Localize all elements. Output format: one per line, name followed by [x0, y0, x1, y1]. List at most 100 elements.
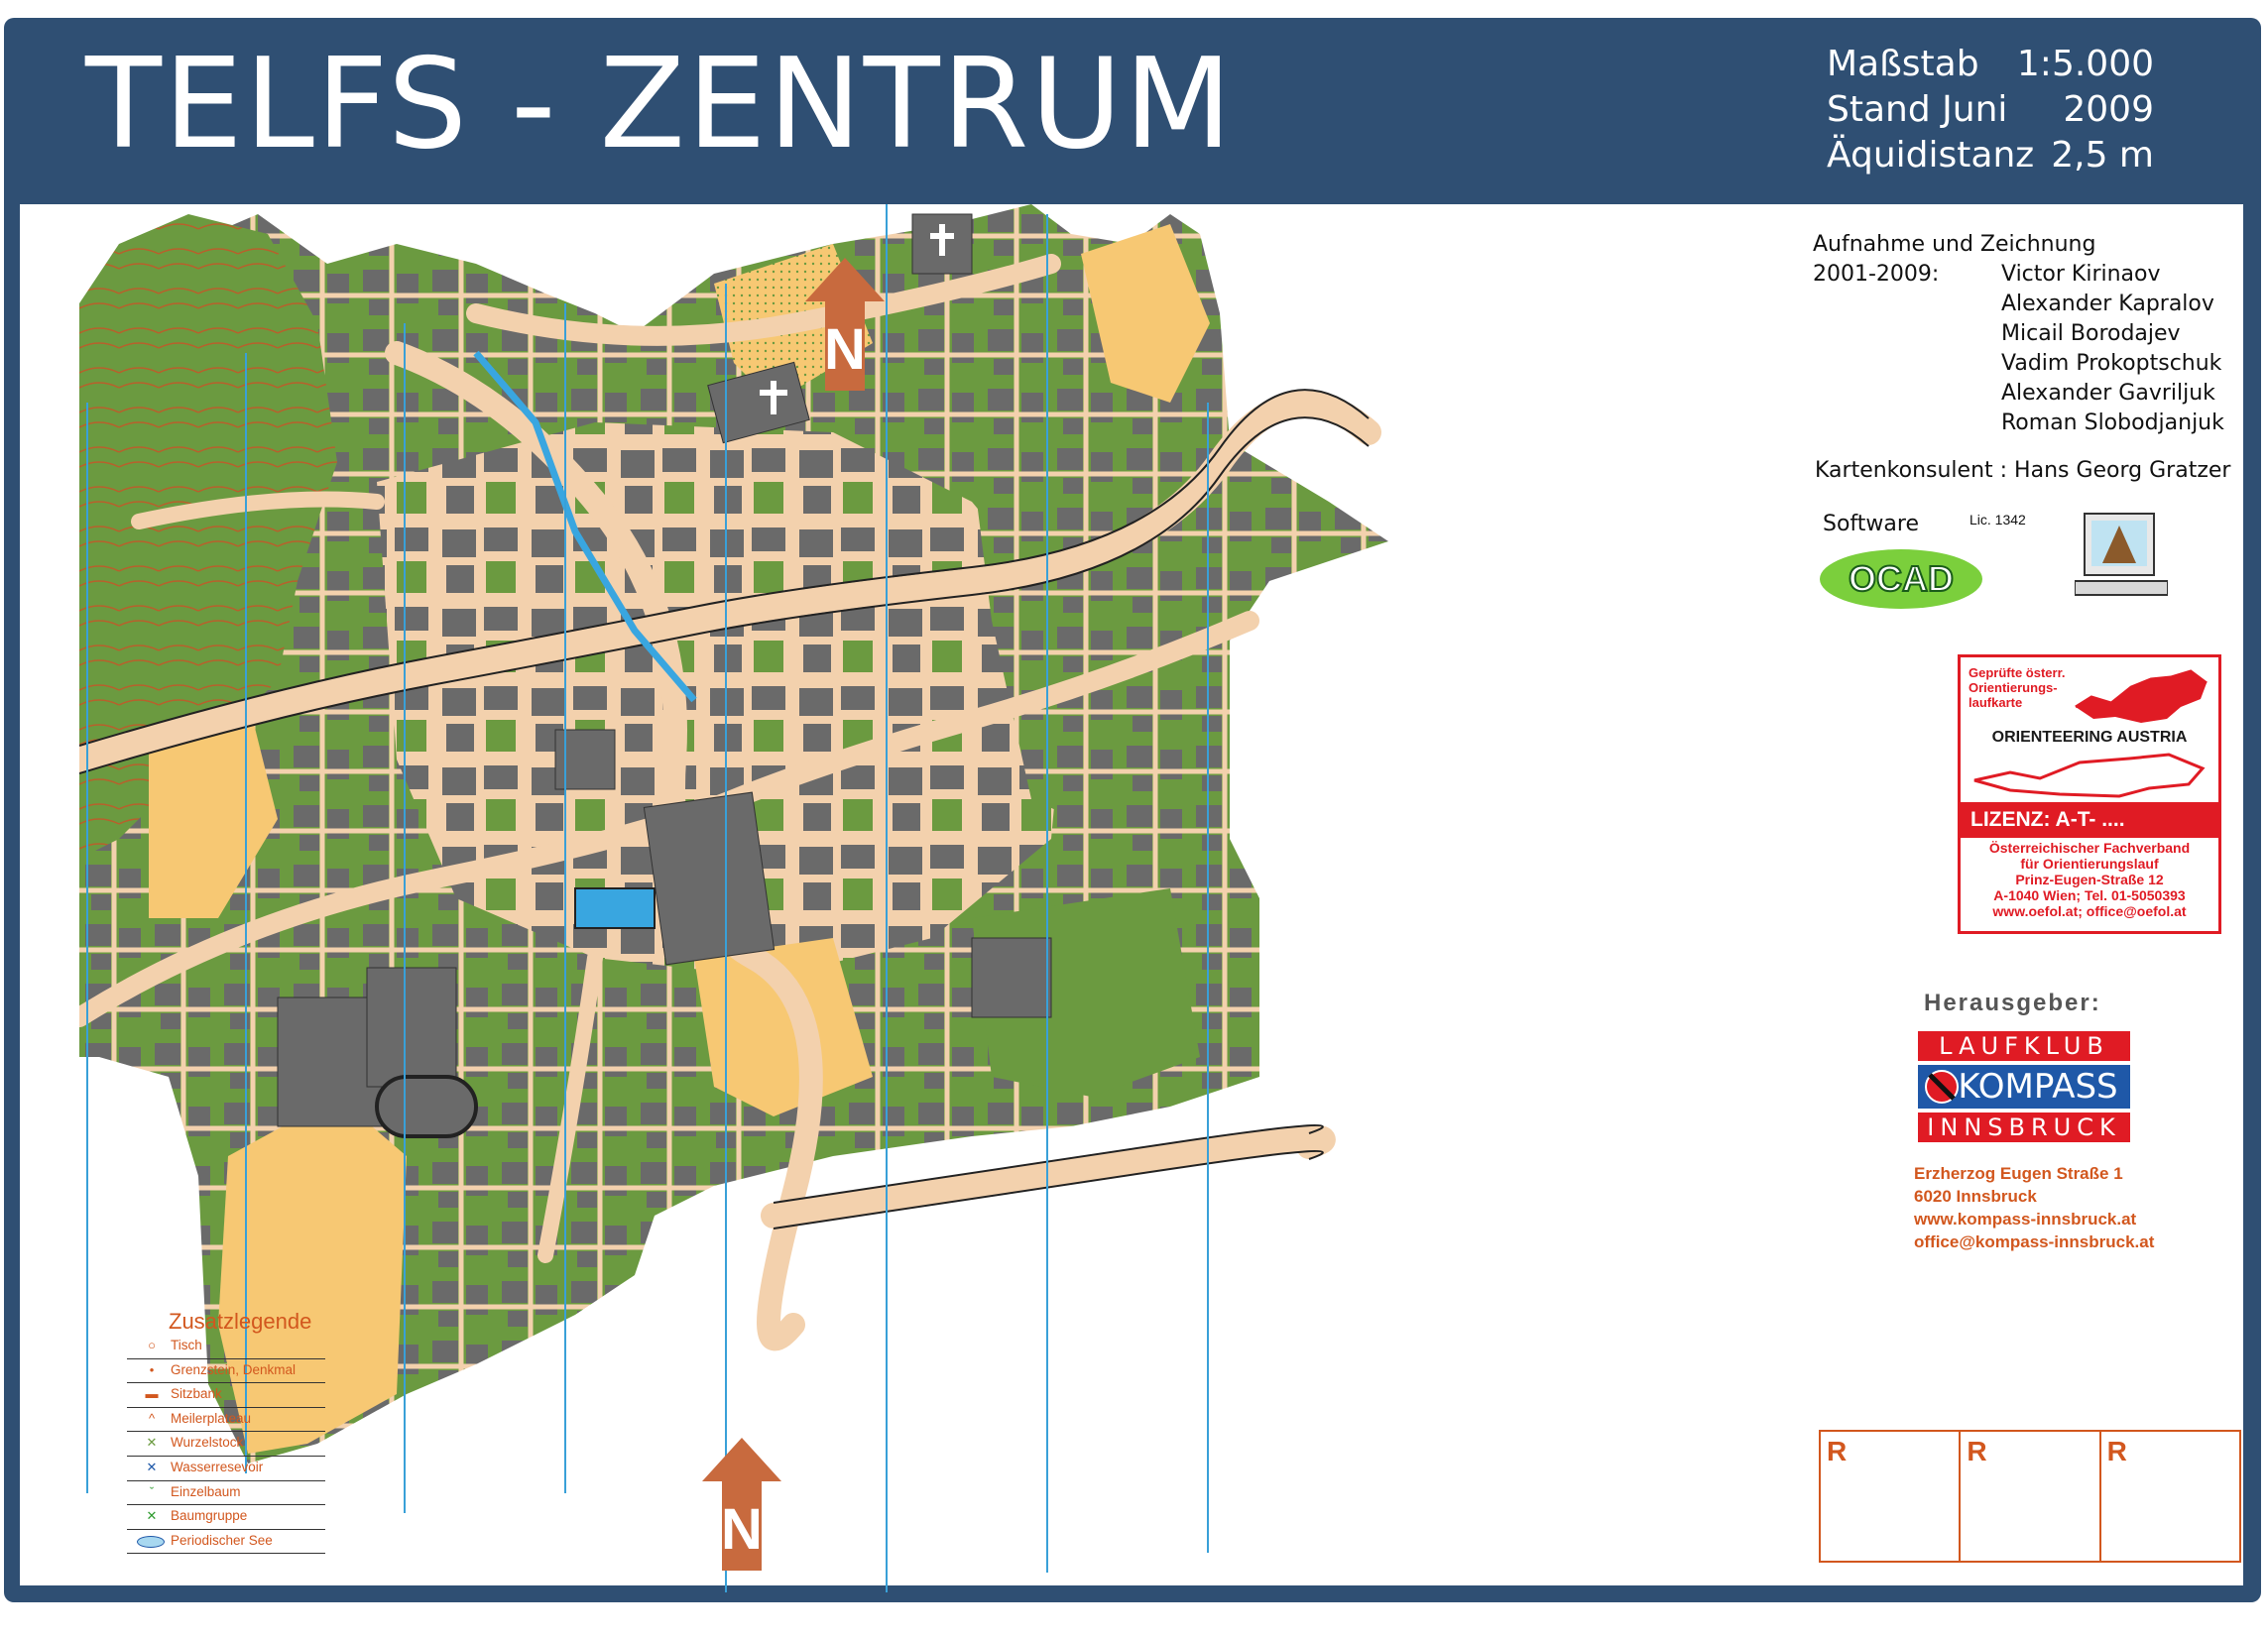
credits-name: Roman Slobodjanjuk — [2001, 410, 2224, 435]
address-line: für Orientierungslauf — [2020, 856, 2159, 872]
result-box-label: R — [2106, 1436, 2127, 1466]
software-label: Software — [1823, 512, 1919, 536]
water-reservoir-icon: ✕ — [146, 1459, 158, 1474]
central-blocks — [377, 422, 1071, 978]
address-line: A-1040 Wien; Tel. 01-5050393 — [1993, 887, 2186, 903]
supplementary-legend: Zusatzlegende ○ Tisch • Grenzstein, Denkma… — [127, 1309, 325, 1555]
map-consultant: Kartenkonsulent : Hans Georg Gratzer — [1815, 458, 2231, 483]
orienteering-map — [79, 204, 1388, 1592]
root-stock-icon: ✕ — [146, 1435, 158, 1451]
publisher-label: Herausgeber: — [1924, 990, 2101, 1016]
north-arrow-icon: N — [805, 258, 885, 391]
legend-item: ✕ Baumgruppe — [127, 1505, 325, 1530]
license-number: LIZENZ: A-T- .... — [1961, 802, 2218, 838]
large-buildings — [277, 213, 1052, 1127]
credits-years: 2001-2009: — [1813, 262, 1940, 287]
credits-name: Victor Kirinaov — [2001, 262, 2161, 287]
result-box-label: R — [1967, 1436, 1987, 1466]
logo-bottom: INNSBRUCK — [1918, 1113, 2130, 1142]
open-field-center — [694, 938, 873, 1116]
address-line: Erzherzog Eugen Straße 1 — [1914, 1164, 2123, 1183]
canal — [473, 350, 697, 703]
result-box[interactable]: R — [1961, 1432, 2101, 1561]
legend-item: ^ Meilerplateau — [127, 1408, 325, 1433]
legend-label: Sitzbank — [171, 1386, 222, 1402]
credits-name: Alexander Gavriljuk — [2001, 381, 2215, 406]
address-line: Österreichischer Fachverband — [1988, 840, 2191, 856]
single-tree-icon: ˇ — [149, 1483, 155, 1499]
logo-mid-text: KOMPASS — [1958, 1067, 2118, 1107]
credits-heading: Aufnahme und Zeichnung — [1813, 232, 2096, 257]
logo-top: LAUFKLUB — [1918, 1031, 2130, 1061]
result-boxes: R R R — [1819, 1430, 2241, 1563]
license-note: Geprüfte österr. Orientierungs- laufkart… — [1969, 665, 2066, 710]
svg-text:N: N — [824, 317, 866, 382]
swimming-pool — [574, 887, 656, 929]
legend-title: Zusatzlegende — [169, 1309, 312, 1334]
license-org: ORIENTEERING AUSTRIA — [1991, 729, 2188, 746]
address-line: 6020 Innsbruck — [1914, 1187, 2037, 1206]
legend-label: Grenzstein, Denkmal — [171, 1361, 297, 1377]
legend-item: Periodischer See — [127, 1530, 325, 1555]
credits-names: Victor Kirinaov Alexander Kapralov Micai… — [2001, 260, 2224, 438]
svg-text:N: N — [721, 1497, 763, 1562]
address-line: office@kompass-innsbruck.at — [1914, 1232, 2155, 1251]
stand-label: Stand Juni — [1827, 89, 2008, 130]
publisher-address: Erzherzog Eugen Straße 1 6020 Innsbruck … — [1914, 1162, 2154, 1253]
legend-label: Meilerplateau — [171, 1410, 252, 1426]
legend-item: ✕ Wasserresevoir — [127, 1457, 325, 1481]
result-box[interactable]: R — [1821, 1432, 1962, 1561]
legend-label: Periodischer See — [171, 1532, 273, 1548]
east-blocks — [972, 432, 1230, 839]
legend-item: • Grenzstein, Denkmal — [127, 1359, 325, 1384]
compass-icon — [1925, 1070, 1959, 1104]
tree-group-icon: ✕ — [146, 1508, 158, 1524]
west-hillside — [79, 214, 337, 859]
legend-item: ˇ Einzelbaum — [127, 1481, 325, 1506]
sports-track — [375, 1075, 478, 1138]
legend-item: ○ Tisch — [127, 1335, 325, 1359]
legend-label: Wurzelstock — [171, 1435, 244, 1451]
credits-block: Aufnahme und Zeichnung 2001-2009: Victor… — [1813, 230, 2224, 435]
monument-icon: • — [149, 1361, 155, 1377]
software-license: Lic. 1342 — [1970, 512, 2026, 527]
svg-text:OCAD: OCAD — [1849, 558, 1954, 599]
meadow-east — [1081, 224, 1210, 403]
bench-icon: ▬ — [145, 1386, 159, 1402]
equidistance-value: 2,5 m — [2051, 135, 2154, 176]
charcoal-platform-icon: ^ — [148, 1410, 156, 1426]
logo-mid: KOMPASS — [1918, 1065, 2130, 1109]
scale-label: Maßstab — [1827, 44, 1979, 84]
stand-value: 2009 — [2063, 89, 2154, 130]
equidistance-label: Äquidistanz — [1827, 135, 2035, 176]
credits-name: Micail Borodajev — [2001, 321, 2181, 346]
license-address: Österreichischer Fachverband für Orienti… — [1961, 840, 2218, 919]
legend-label: Baumgruppe — [171, 1508, 248, 1524]
north-arrow-icon: N — [702, 1438, 781, 1571]
map-title: TELFS - ZENTRUM — [85, 31, 1235, 176]
legend-label: Wasserresevoir — [171, 1459, 264, 1474]
road-edges — [79, 389, 1370, 1230]
legend-item: ▬ Sitzbank — [127, 1383, 325, 1408]
church-cross-icon — [760, 224, 954, 414]
open-field-south — [218, 1097, 407, 1454]
publisher-logo: LAUFKLUB KOMPASS INNSBRUCK — [1918, 1031, 2130, 1142]
legend-item: ✕ Wurzelstock — [127, 1432, 325, 1457]
result-box[interactable]: R — [2101, 1432, 2239, 1561]
address-line: www.oefol.at; office@oefol.at — [1992, 903, 2187, 919]
credits-name: Alexander Kapralov — [2001, 292, 2214, 316]
legend-label: Einzelbaum — [171, 1483, 241, 1499]
table-icon: ○ — [148, 1338, 156, 1352]
result-box-label: R — [1827, 1436, 1848, 1466]
legend-label: Tisch — [171, 1338, 202, 1352]
computer-icon — [2075, 513, 2168, 596]
magnetic-north-lines — [86, 204, 1209, 1592]
credits-name: Vadim Prokoptschuk — [2001, 351, 2222, 376]
ocad-logo: OCAD — [1820, 549, 1982, 609]
austria-map-icon — [2075, 669, 2208, 723]
seasonal-lake-icon — [137, 1535, 165, 1548]
license-box: Geprüfte österr. Orientierungs- laufkart… — [1958, 654, 2221, 934]
address-line: Prinz-Eugen-Straße 12 — [2015, 872, 2164, 887]
address-line: www.kompass-innsbruck.at — [1914, 1210, 2137, 1229]
